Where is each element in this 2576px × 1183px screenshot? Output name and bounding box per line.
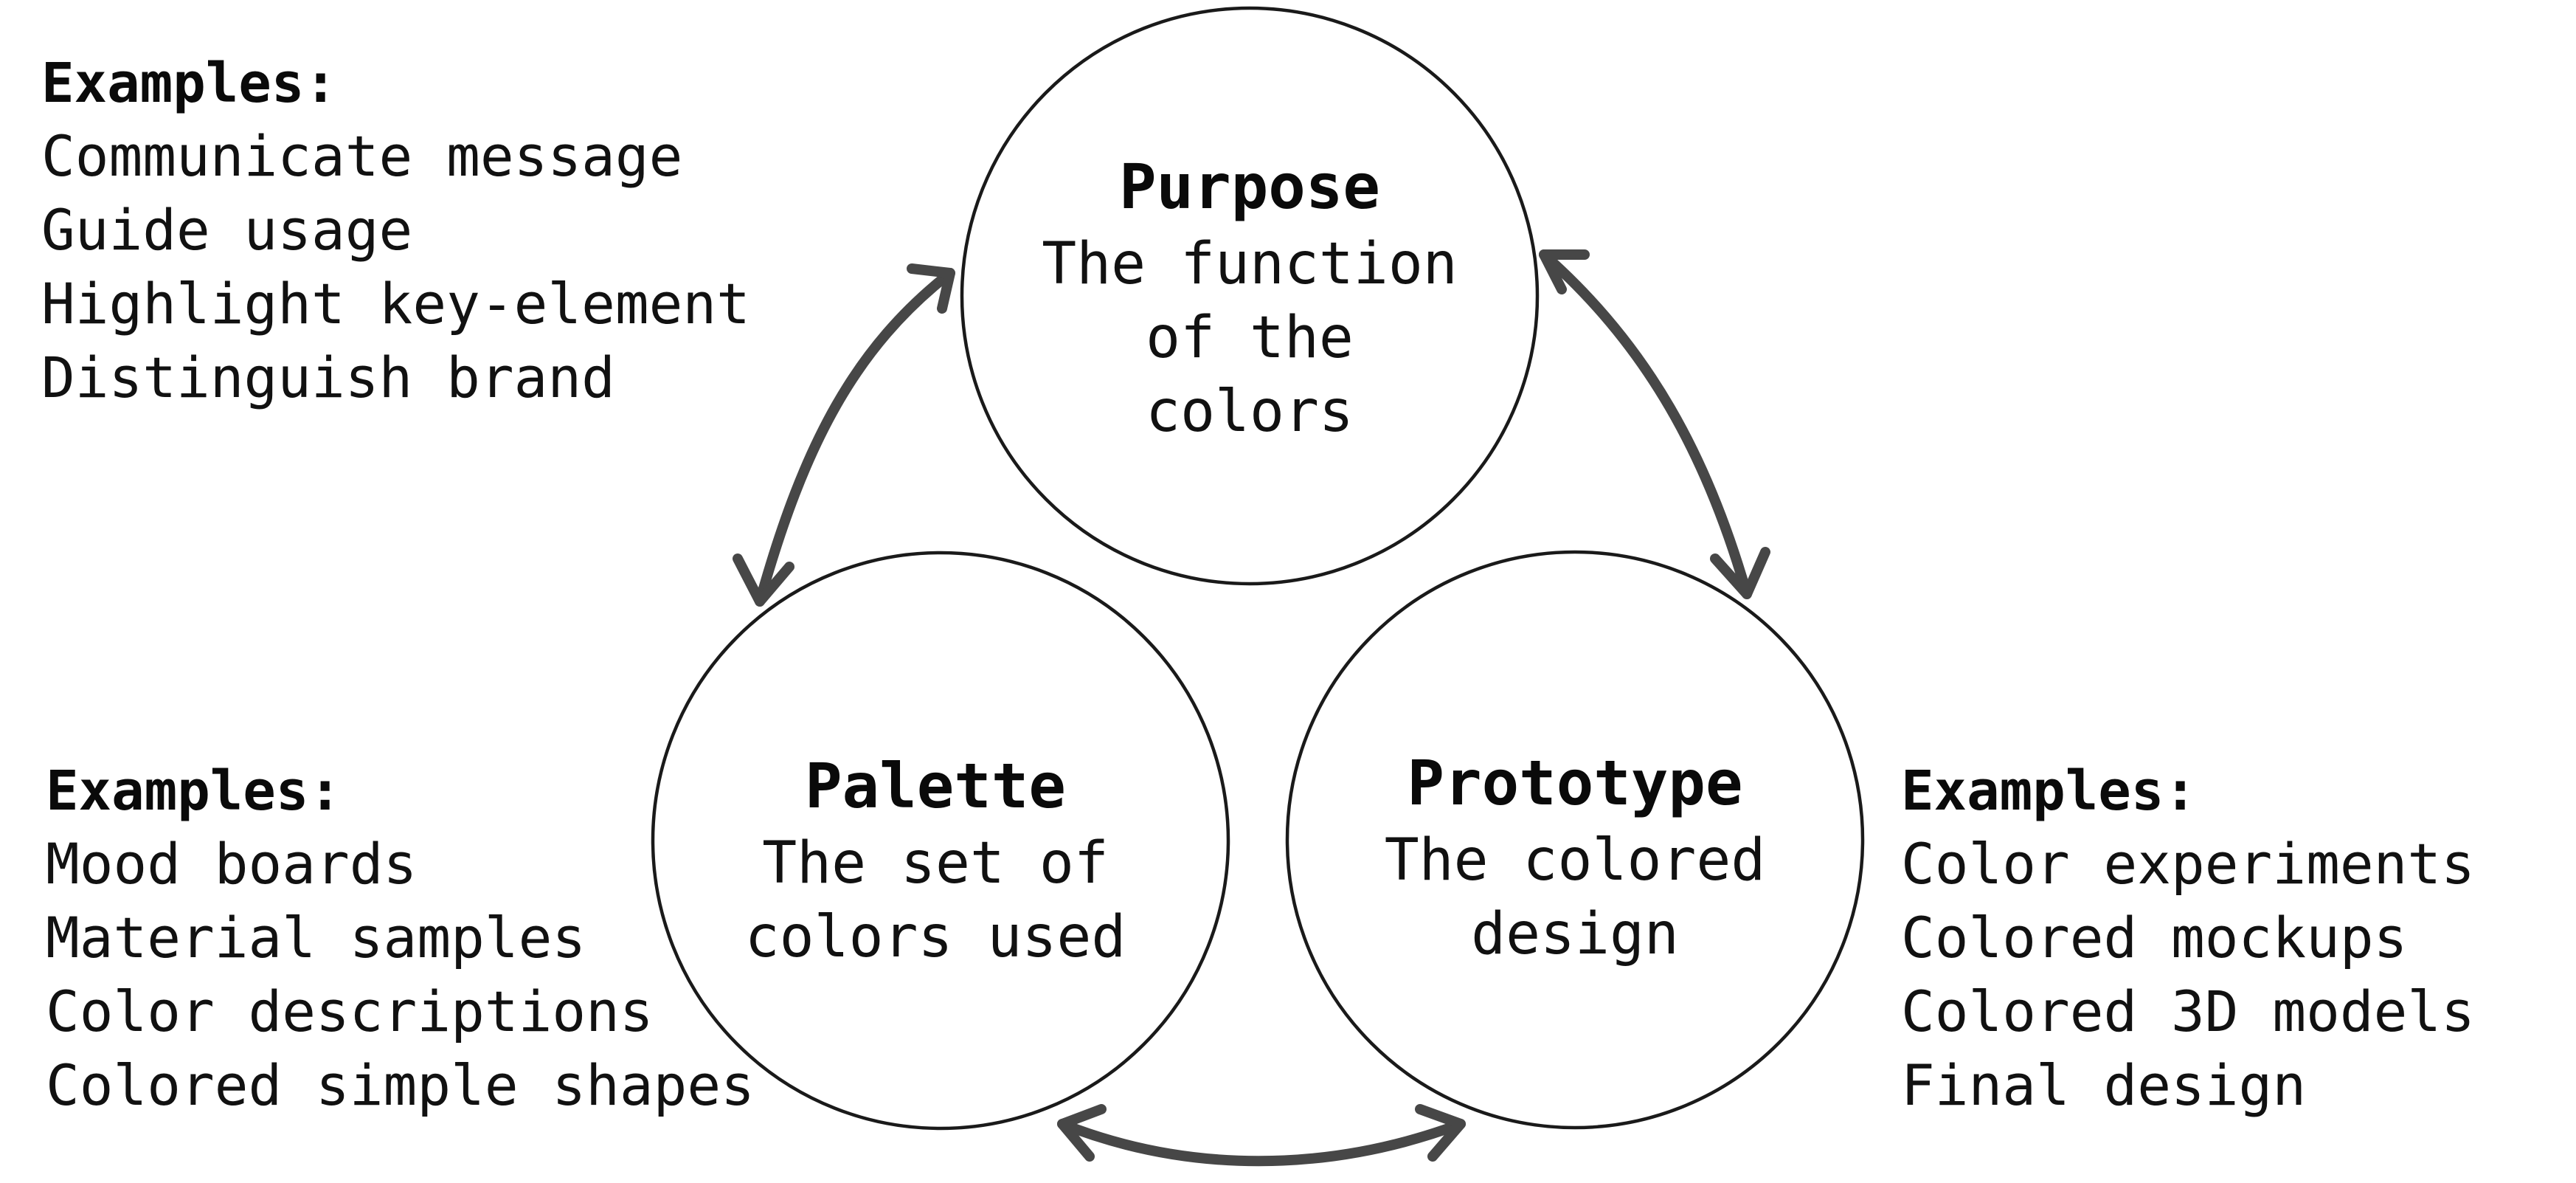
palette-example-1: Mood boards [46, 831, 417, 897]
purpose-example-1: Communicate message [41, 123, 682, 189]
purpose-example-2: Guide usage [41, 197, 412, 263]
prototype-example-1: Color experiments [1901, 831, 2475, 897]
purpose-title: Purpose [1119, 151, 1380, 223]
prototype-example-3: Colored 3D models [1901, 979, 2475, 1044]
palette-title: Palette [805, 750, 1066, 822]
prototype-desc-line-1: The colored [1385, 827, 1766, 894]
palette-circle [651, 551, 1230, 1131]
palette-example-2: Material samples [46, 905, 586, 970]
prototype-examples-heading: Examples: [1901, 759, 2197, 823]
purpose-circle [960, 6, 1540, 586]
purpose-example-4: Distinguish brand [41, 345, 615, 410]
purpose-desc-line-1: The function [1042, 231, 1458, 297]
purpose-desc-line-3: colors [1146, 379, 1354, 445]
prototype-example-4: Final design [1901, 1052, 2306, 1118]
palette-examples-heading: Examples: [46, 759, 342, 823]
arrow-palette-purpose [733, 263, 955, 607]
palette-desc-line-1: The set of [762, 830, 1109, 897]
palette-desc-line-2: colors used [745, 904, 1126, 970]
palette-example-3: Color descriptions [46, 979, 654, 1044]
prototype-example-2: Colored mockups [1901, 905, 2407, 970]
arrow-purpose-prototype [1539, 249, 1770, 599]
purpose-examples-heading: Examples: [41, 52, 337, 115]
palette-example-4: Colored simple shapes [46, 1052, 755, 1118]
arrow-palette-prototype [1057, 1104, 1466, 1167]
purpose-example-3: Highlight key-element [41, 271, 750, 337]
prototype-title: Prototype [1407, 747, 1742, 819]
prototype-circle [1285, 550, 1865, 1130]
prototype-desc-line-2: design [1471, 901, 1679, 968]
purpose-desc-line-2: of the [1146, 305, 1354, 371]
